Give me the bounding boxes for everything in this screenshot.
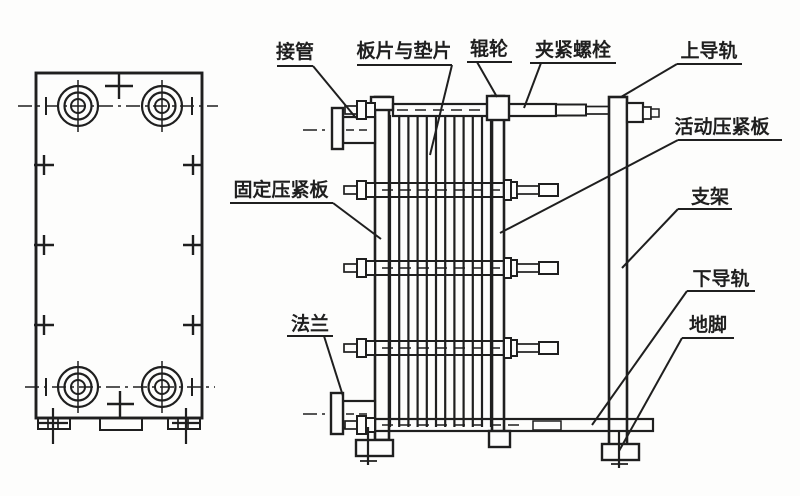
flange-top xyxy=(330,106,345,151)
leader-lower-guide-rail xyxy=(591,290,755,426)
label-movable-pressure-plate: 活动压紧板 xyxy=(674,115,770,138)
plate-pack xyxy=(388,115,493,427)
leader-fixed-pressure-plate xyxy=(230,202,382,240)
roller-block xyxy=(485,94,511,122)
label-support-frame: 支架 xyxy=(690,186,729,208)
label-upper-guide-rail: 上导轨 xyxy=(680,39,737,62)
support-column xyxy=(607,95,629,447)
cross-marks xyxy=(34,73,203,417)
leader-plate-and-gasket xyxy=(357,64,453,156)
lower-guide-shoe xyxy=(487,429,512,449)
clamping-bolt-bands xyxy=(374,182,505,356)
leader-flange xyxy=(287,335,344,397)
heat-exchanger-side-view xyxy=(303,94,660,468)
label-pipe-connection: 接管 xyxy=(276,40,314,63)
leader-clamping-bolt xyxy=(523,62,616,109)
label-lower-guide-rail: 下导轨 xyxy=(692,267,749,290)
port-top-left xyxy=(56,84,100,128)
bolt-ends-left xyxy=(343,100,376,435)
label-plate-and-gasket: 板片与垫片 xyxy=(356,39,451,62)
leader-support-frame xyxy=(621,208,732,269)
anchor-feet xyxy=(354,427,641,468)
label-flange: 法兰 xyxy=(291,312,329,335)
label-roller: 辊轮 xyxy=(470,37,508,60)
label-clamping-bolt: 夹紧螺栓 xyxy=(535,38,611,61)
bolt-ends-right xyxy=(503,179,559,359)
pipe-connection-top xyxy=(303,106,377,151)
movable-plate-body xyxy=(490,94,506,446)
part-labels: 接管 板片与垫片 辊轮 夹紧螺栓 上导轨 活动压紧板 支架 下导轨 地脚 固定压… xyxy=(233,37,770,336)
column-top-bolt xyxy=(625,101,660,124)
plate-outline xyxy=(34,71,204,420)
centerlines xyxy=(18,80,218,413)
leader-movable-pressure-plate xyxy=(499,139,782,234)
label-fixed-pressure-plate: 固定压紧板 xyxy=(233,178,329,201)
plate-bottom-feet xyxy=(37,408,201,444)
port-bottom-left xyxy=(56,365,100,409)
port-top-right xyxy=(140,84,184,128)
leader-anchor-foot xyxy=(618,337,734,452)
leader-pipe-connection xyxy=(277,65,357,119)
label-anchor-foot: 地脚 xyxy=(689,313,727,336)
leader-upper-guide-rail xyxy=(620,63,742,98)
port-bottom-right xyxy=(140,365,184,409)
plate-front-view xyxy=(18,71,218,444)
leader-roller xyxy=(467,61,512,98)
leader-lines xyxy=(230,61,782,452)
flange-bottom xyxy=(329,391,345,436)
